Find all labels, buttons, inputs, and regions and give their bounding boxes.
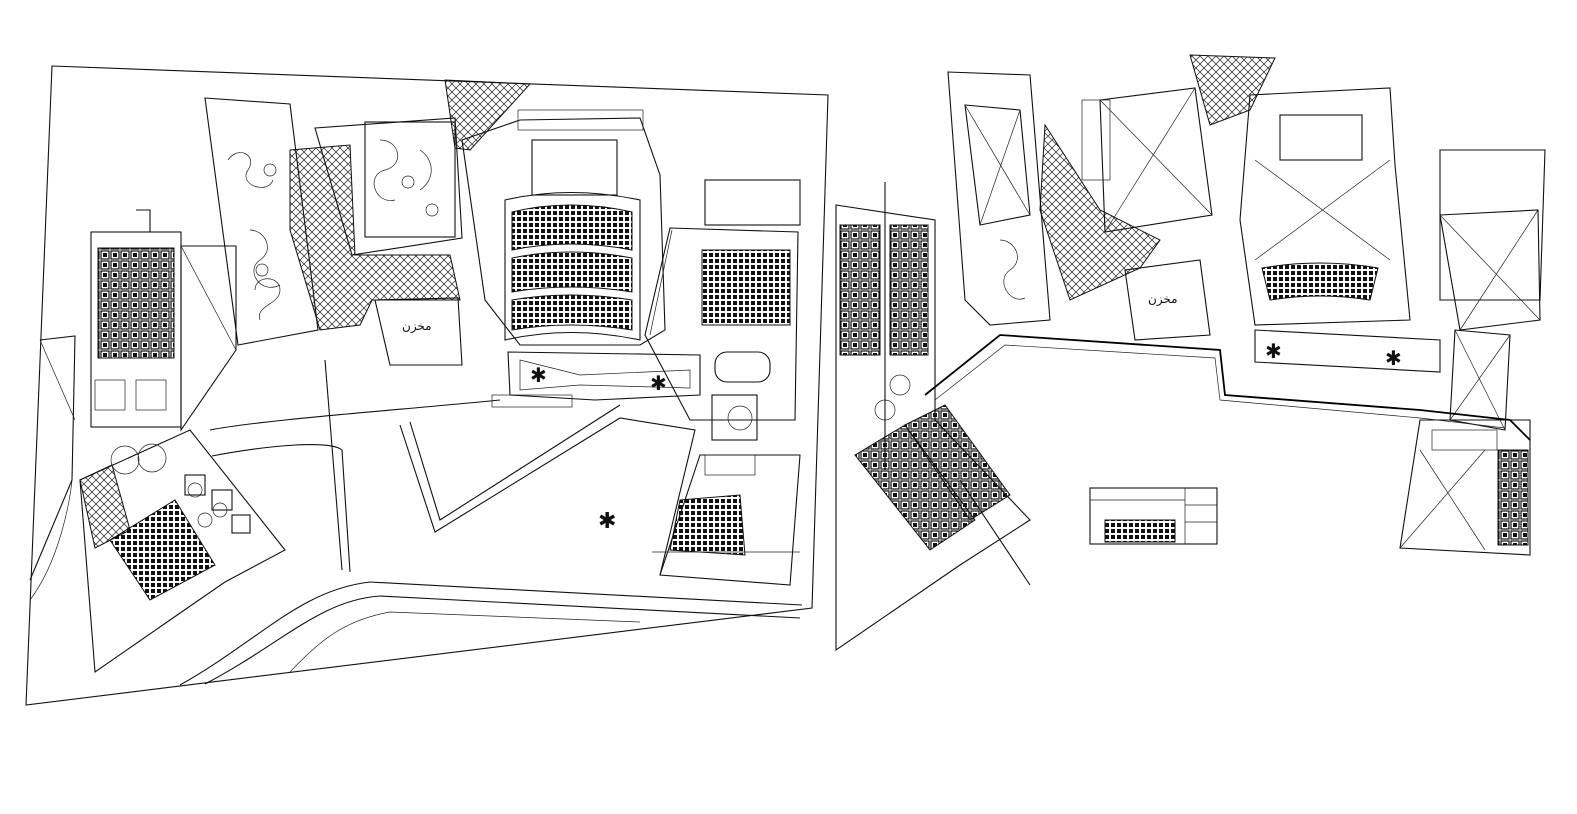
title-block: [1089, 487, 1218, 545]
storage-label-left: مخزن: [402, 319, 432, 334]
bridge-corridor: [924, 334, 1531, 441]
road-curve: [179, 581, 803, 686]
site-boundary: [25, 65, 829, 706]
auditorium-small: [79, 429, 286, 673]
svg-text:✱: ✱: [650, 371, 667, 395]
main-theater-right: [1239, 87, 1411, 326]
residential-blocks: [835, 182, 1031, 652]
storage-label-right: مخزن: [1148, 292, 1178, 307]
auditorium-bottom-right: [652, 351, 801, 586]
grid-hall: [90, 209, 182, 428]
svg-text:✱: ✱: [1385, 346, 1402, 370]
main-theater-left: [461, 109, 666, 346]
road-curve-inner: [204, 595, 801, 685]
corridor-palms: ✱ ✱: [491, 351, 701, 408]
garden-room-1: [204, 97, 319, 346]
svg-text:✱: ✱: [598, 509, 616, 534]
bottom-right-wing: [1399, 419, 1531, 556]
garden-room-2: [314, 117, 463, 256]
hatched-courtyard: [289, 144, 461, 331]
svg-text:✱: ✱: [1265, 339, 1282, 363]
pyramid-roof-1: [1099, 87, 1213, 233]
svg-text:✱: ✱: [530, 363, 547, 387]
floor-plan-right: مخزن ✱ ✱: [835, 54, 1546, 652]
seating-hall-right: [644, 179, 801, 421]
site-plan-left: مخزن ✱ ✱ ✱: [25, 65, 829, 706]
